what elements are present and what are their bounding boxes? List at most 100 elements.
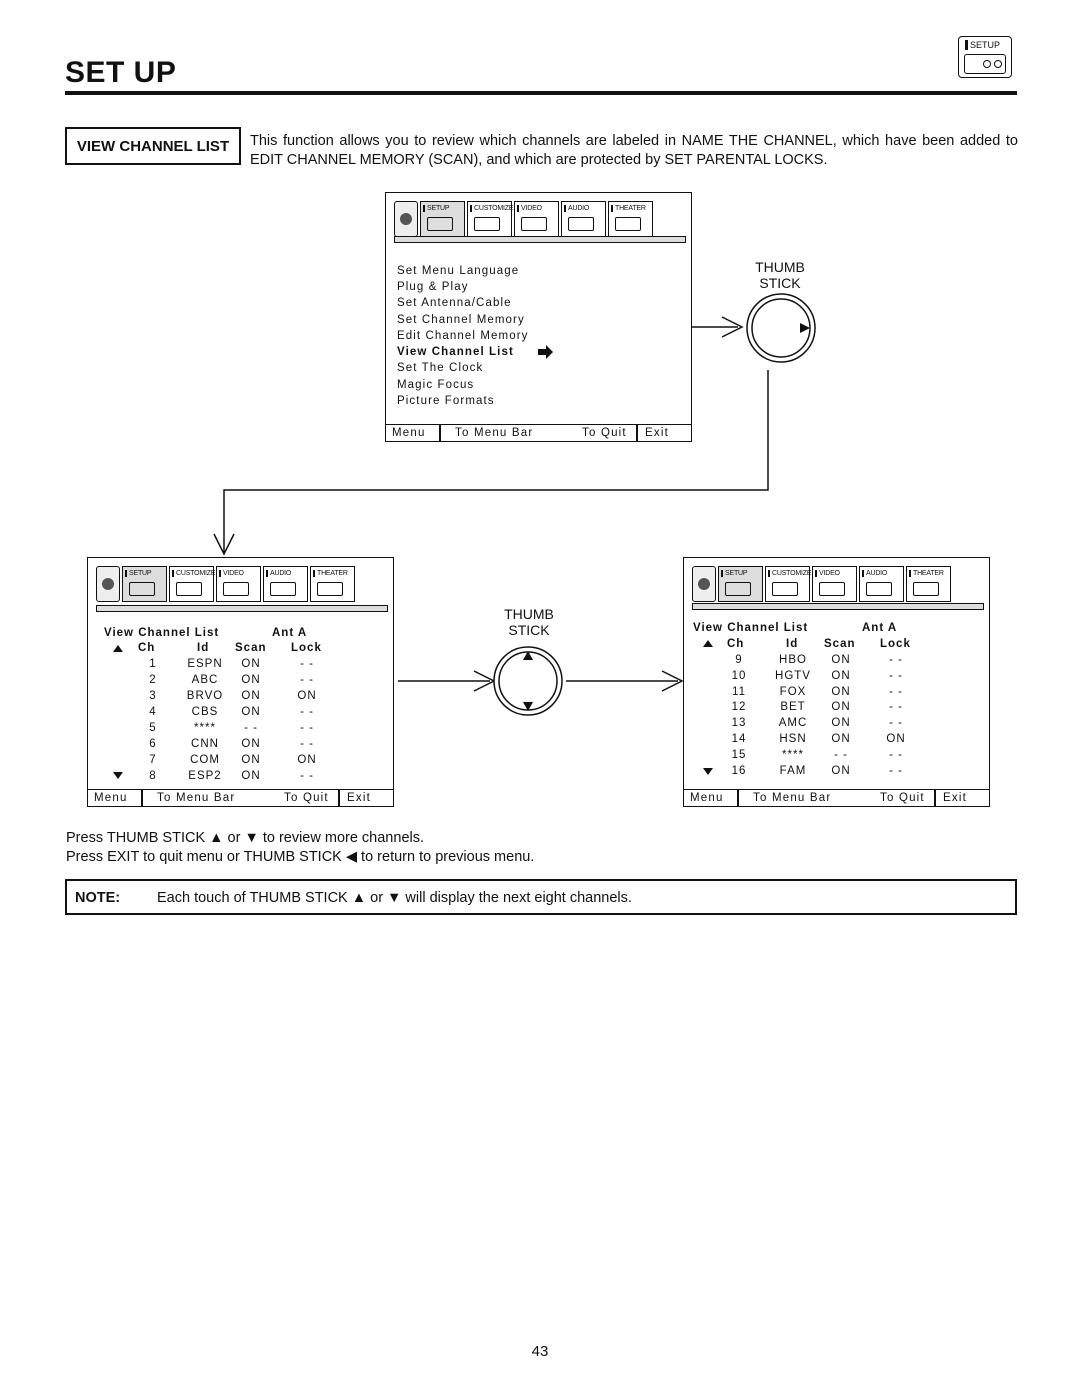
- tab-video[interactable]: VIDEO: [812, 566, 857, 602]
- channel-list-title: View Channel List: [104, 627, 220, 639]
- tab-setup[interactable]: SETUP: [122, 566, 167, 602]
- table-cell: - -: [889, 654, 903, 666]
- column-header-lock: Lock: [291, 642, 322, 654]
- header-rule: [65, 91, 1017, 95]
- page-number: 43: [531, 1343, 549, 1360]
- menu-item-view-channel-list[interactable]: View Channel List: [397, 346, 514, 358]
- scroll-up-icon[interactable]: [113, 645, 123, 653]
- menu-item-plug-and-play[interactable]: Plug & Play: [397, 281, 469, 293]
- column-header-lock: Lock: [880, 638, 911, 650]
- antenna-label: Ant A: [862, 622, 898, 634]
- table-cell: 13: [731, 717, 747, 730]
- table-cell: BRVO: [186, 690, 224, 702]
- menu-knob-icon: [692, 566, 716, 602]
- table-cell: - -: [889, 764, 903, 777]
- footer-menu: Menu: [392, 427, 426, 439]
- menu-knob-icon: [394, 201, 418, 237]
- thumb-stick-label: THUMB STICK: [504, 606, 554, 638]
- table-cell: HGTV: [775, 669, 811, 682]
- table-cell: ON: [241, 770, 261, 782]
- arrow-head: [213, 533, 235, 556]
- footer-to-quit: To Quit: [880, 792, 925, 804]
- table-cell: FAM: [779, 764, 807, 777]
- table-cell: ON: [241, 706, 261, 718]
- table-cell: - -: [889, 701, 903, 714]
- tab-theater[interactable]: THEATER: [310, 566, 355, 602]
- tab-audio[interactable]: AUDIO: [263, 566, 308, 602]
- column-header-id: Id: [197, 642, 210, 654]
- scroll-down-icon[interactable]: [113, 772, 123, 780]
- thumb-stick-right-icon: [746, 293, 816, 363]
- table-cell: - -: [300, 738, 314, 750]
- table-cell: 6: [149, 738, 157, 750]
- tab-customize[interactable]: CUSTOMIZE: [765, 566, 811, 602]
- tab-audio[interactable]: AUDIO: [561, 201, 606, 237]
- table-cell: 9: [735, 654, 743, 666]
- table-cell: CNN: [191, 738, 219, 750]
- slider-icon: [223, 582, 249, 596]
- tab-video[interactable]: VIDEO: [216, 566, 261, 602]
- connector-line: [223, 370, 769, 552]
- table-cell: - -: [300, 706, 314, 718]
- menu-item-set-channel-memory[interactable]: Set Channel Memory: [397, 314, 525, 326]
- table-cell: - -: [889, 748, 903, 761]
- projector-icon: [129, 582, 155, 596]
- table-cell: 11: [732, 685, 746, 698]
- scroll-down-icon[interactable]: [703, 768, 713, 776]
- table-cell: 5: [149, 722, 157, 734]
- column-header-scan: Scan: [235, 642, 267, 654]
- section-intro: This function allows you to review which…: [250, 133, 1018, 168]
- section-heading: VIEW CHANNEL LIST: [65, 127, 241, 165]
- table-cell: ESP2: [188, 770, 222, 782]
- table-cell: 2: [149, 674, 157, 686]
- arrow-right-icon: [538, 345, 553, 359]
- menu-item-magic-focus[interactable]: Magic Focus: [397, 379, 475, 391]
- menu-footer: Menu To Menu Bar To Quit Exit: [88, 789, 393, 806]
- footer-to-quit: To Quit: [582, 427, 627, 439]
- table-cell: 7: [149, 754, 157, 766]
- footer-exit: Exit: [347, 792, 371, 804]
- footer-to-menu-bar: To Menu Bar: [157, 792, 236, 804]
- table-cell: 14: [731, 733, 747, 745]
- table-cell: 12: [731, 701, 747, 714]
- tab-customize[interactable]: CUSTOMIZE: [467, 201, 513, 237]
- menu-bar: [96, 605, 388, 612]
- table-cell: COM: [190, 754, 220, 766]
- menu-item-set-antenna-cable[interactable]: Set Antenna/Cable: [397, 297, 512, 309]
- projector-icon: [725, 582, 751, 596]
- table-cell: ON: [831, 685, 851, 698]
- table-cell: ON: [831, 764, 851, 777]
- slider-icon: [521, 217, 547, 231]
- table-cell: ON: [831, 654, 851, 666]
- note-label: NOTE:: [75, 890, 121, 906]
- footer-to-menu-bar: To Menu Bar: [753, 792, 832, 804]
- tab-customize[interactable]: CUSTOMIZE: [169, 566, 215, 602]
- menu-item-set-menu-language[interactable]: Set Menu Language: [397, 265, 520, 277]
- setup-badge-label: SETUP: [965, 40, 1000, 50]
- table-cell: 10: [731, 669, 747, 682]
- scroll-up-icon[interactable]: [703, 640, 713, 648]
- menu-bar: [394, 236, 686, 243]
- menu-item-picture-formats[interactable]: Picture Formats: [397, 395, 495, 407]
- table-cell: ON: [241, 738, 261, 750]
- tab-setup[interactable]: SETUP: [718, 566, 763, 602]
- table-cell: 15: [731, 748, 747, 761]
- note-box: NOTE: Each touch of THUMB STICK ▲ or ▼ w…: [65, 879, 1017, 915]
- tab-theater[interactable]: THEATER: [608, 201, 653, 237]
- thumb-stick-updown-icon: [493, 646, 563, 716]
- person-icon: [772, 582, 798, 596]
- tab-theater[interactable]: THEATER: [906, 566, 951, 602]
- table-cell: 8: [149, 770, 157, 782]
- menu-item-set-the-clock[interactable]: Set The Clock: [397, 362, 484, 374]
- table-cell: - -: [834, 748, 848, 761]
- tab-setup[interactable]: SETUP: [420, 201, 465, 237]
- tab-video[interactable]: VIDEO: [514, 201, 559, 237]
- table-cell: BET: [780, 701, 806, 714]
- table-cell: - -: [889, 717, 903, 730]
- menu-item-edit-channel-memory[interactable]: Edit Channel Memory: [397, 330, 529, 342]
- projector-icon: [964, 54, 1006, 74]
- tab-audio[interactable]: AUDIO: [859, 566, 904, 602]
- table-cell: ON: [241, 658, 261, 670]
- menu-footer: Menu To Menu Bar To Quit Exit: [684, 789, 989, 806]
- table-cell: ESPN: [187, 658, 223, 670]
